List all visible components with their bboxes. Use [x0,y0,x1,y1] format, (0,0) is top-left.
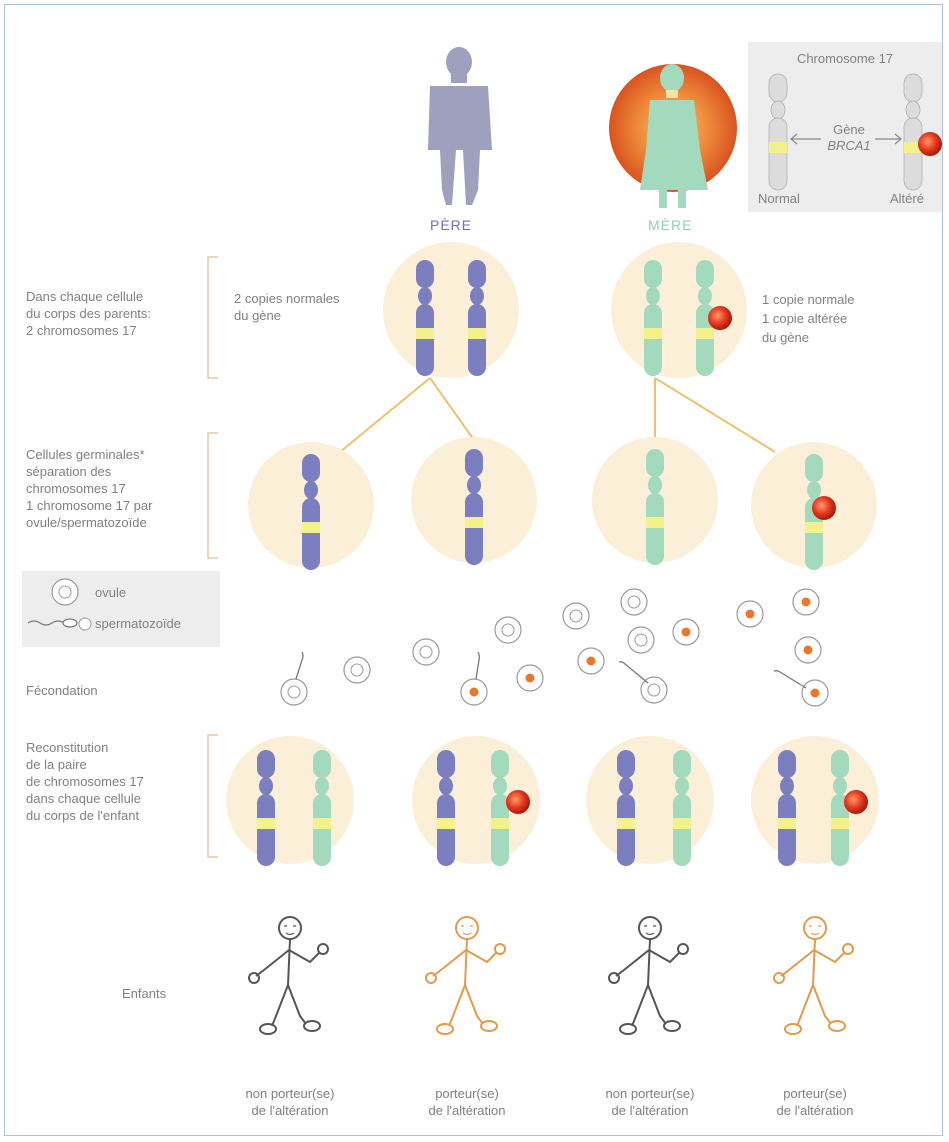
row-brackets [208,257,218,857]
row-label-parent-cells: Dans chaque cellule du corps des parents… [26,288,206,339]
legend-normal-label: Normal [758,190,800,207]
fecundation-gametes [281,589,828,706]
child-label-1: non porteur(se) de l'altération [225,1085,355,1119]
legend-altered-label: Altéré [890,190,924,207]
father-label: PÈRE [430,217,490,234]
germ-cell-mother-1 [592,437,718,565]
mother-cell [611,242,747,378]
gamete-legend-box [22,571,220,647]
mother-note: 1 copie normale 1 copie altérée du gène [762,290,912,347]
father-note: 2 copies normales du gène [234,290,374,324]
ovule-icon [52,579,78,605]
child-2-mutation-dot [506,790,530,814]
father-silhouette [428,47,492,205]
child-figure-3 [609,917,688,1034]
child-cell-3 [586,736,714,866]
child-4-mutation-dot [844,790,868,814]
child-cell-2 [412,736,540,866]
child-figure-4 [774,917,853,1034]
parent-to-germ-lines [340,378,775,452]
germ-cell-mother-2 [751,442,877,570]
legend-gene-label: Gène [823,122,875,138]
child-cell-4 [751,736,879,866]
row-label-children: Enfants [122,985,166,1002]
child-label-2: porteur(se) de l'altération [402,1085,532,1119]
child-figure-1 [249,917,328,1034]
germ-cell-father-2 [411,437,537,565]
row-label-reconstitution: Reconstitution de la paire de chromosome… [26,739,206,824]
father-cell [383,242,519,378]
mother-label: MÈRE [648,217,708,234]
germ-cell-father-1 [248,442,374,570]
child-cell-1 [226,736,354,866]
germ-mutation-dot [812,496,836,520]
child-figure-2 [426,917,505,1034]
legend-mutation-dot [918,132,942,156]
child-label-3: non porteur(se) de l'altération [585,1085,715,1119]
legend-gene-name: BRCA1 [823,138,875,154]
sperm-label: spermatozoïde [95,615,181,632]
child-label-4: porteur(se) de l'altération [750,1085,880,1119]
ovule-label: ovule [95,584,126,601]
legend-title: Chromosome 17 [748,50,942,67]
mother-silhouette [609,64,737,208]
mother-mutation-dot [708,306,732,330]
row-label-fecundation: Fécondation [26,682,98,699]
row-label-germ-cells: Cellules germinales* séparation des chro… [26,446,206,531]
